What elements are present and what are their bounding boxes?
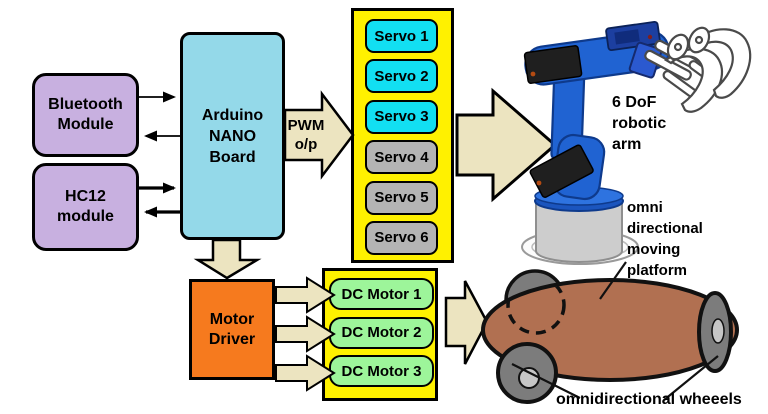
wheel-hub: [711, 318, 725, 344]
servo-1-box: Servo 1: [365, 19, 438, 53]
wheel-hub: [518, 367, 540, 389]
gripper-link-bar: [654, 39, 702, 71]
right-wheel: [697, 291, 733, 373]
arduino-nano-box: Arduino NANO Board: [180, 32, 285, 240]
robotic-arm-annotation: 6 DoF robotic arm: [612, 94, 667, 153]
motor-driver-box: Motor Driver: [189, 279, 275, 380]
arm-column-link: [550, 58, 586, 162]
moving-platform-annotation: omni directional moving platform: [627, 199, 703, 279]
serial-link-arrows: [139, 91, 181, 218]
base-cylinder: [535, 199, 623, 263]
motors-to-platform-block-arrow: [444, 280, 489, 365]
gripper-pivot: [666, 33, 690, 61]
gripper-finger: [664, 47, 724, 113]
servo-6-box: Servo 6: [365, 220, 438, 255]
arduino-to-motor-driver-block-arrow: [193, 238, 262, 280]
servo-group-panel: Servo 1 Servo 2 Servo 3 Servo 4 Servo 5 …: [351, 8, 454, 263]
upper-arm-link: [524, 30, 670, 86]
bluetooth-module-box: Bluetooth Module: [32, 73, 139, 157]
gripper-link-bar: [662, 70, 699, 100]
servos-to-arm-block-arrow: [455, 87, 558, 203]
rear-wheel: [504, 269, 566, 331]
shoulder-servo: [529, 144, 594, 198]
wrist-servo: [628, 41, 663, 79]
forearm-panel: [605, 20, 661, 52]
gripper-pivot: [687, 26, 711, 54]
dc-motor-3-box: DC Motor 3: [329, 355, 434, 387]
pwm-output-label: PWM o/p: [287, 117, 325, 153]
dc-motor-2-box: DC Motor 2: [329, 316, 434, 349]
elbow-servo: [523, 45, 583, 84]
base-turntable: [534, 190, 624, 212]
annotation-pointer-lines: [511, 261, 719, 401]
omnidirectional-wheels-annotation: omnidirectional wheeels: [556, 391, 742, 408]
hidden-wheel-dashed-outline: [506, 282, 566, 335]
gripper-finger: [692, 28, 752, 99]
gripper-link-bar: [688, 60, 725, 90]
servo-5-box: Servo 5: [365, 180, 438, 215]
dc-motor-group-panel: DC Motor 1 DC Motor 2 DC Motor 3: [322, 268, 438, 401]
hc12-module-box: HC12 module: [32, 163, 139, 251]
servo-3-box: Servo 3: [365, 99, 438, 134]
dc-motor-1-box: DC Motor 1: [329, 278, 434, 310]
base-plate: [521, 229, 639, 265]
platform-body: [481, 278, 739, 382]
moving-platform-illustration: [481, 261, 739, 404]
servo-2-box: Servo 2: [365, 59, 438, 94]
platform-pointer-line: [599, 261, 627, 300]
shoulder-link: [552, 133, 606, 201]
gripper-link-bar: [644, 49, 692, 81]
front-left-wheel: [496, 342, 558, 404]
servo-4-box: Servo 4: [365, 140, 438, 175]
